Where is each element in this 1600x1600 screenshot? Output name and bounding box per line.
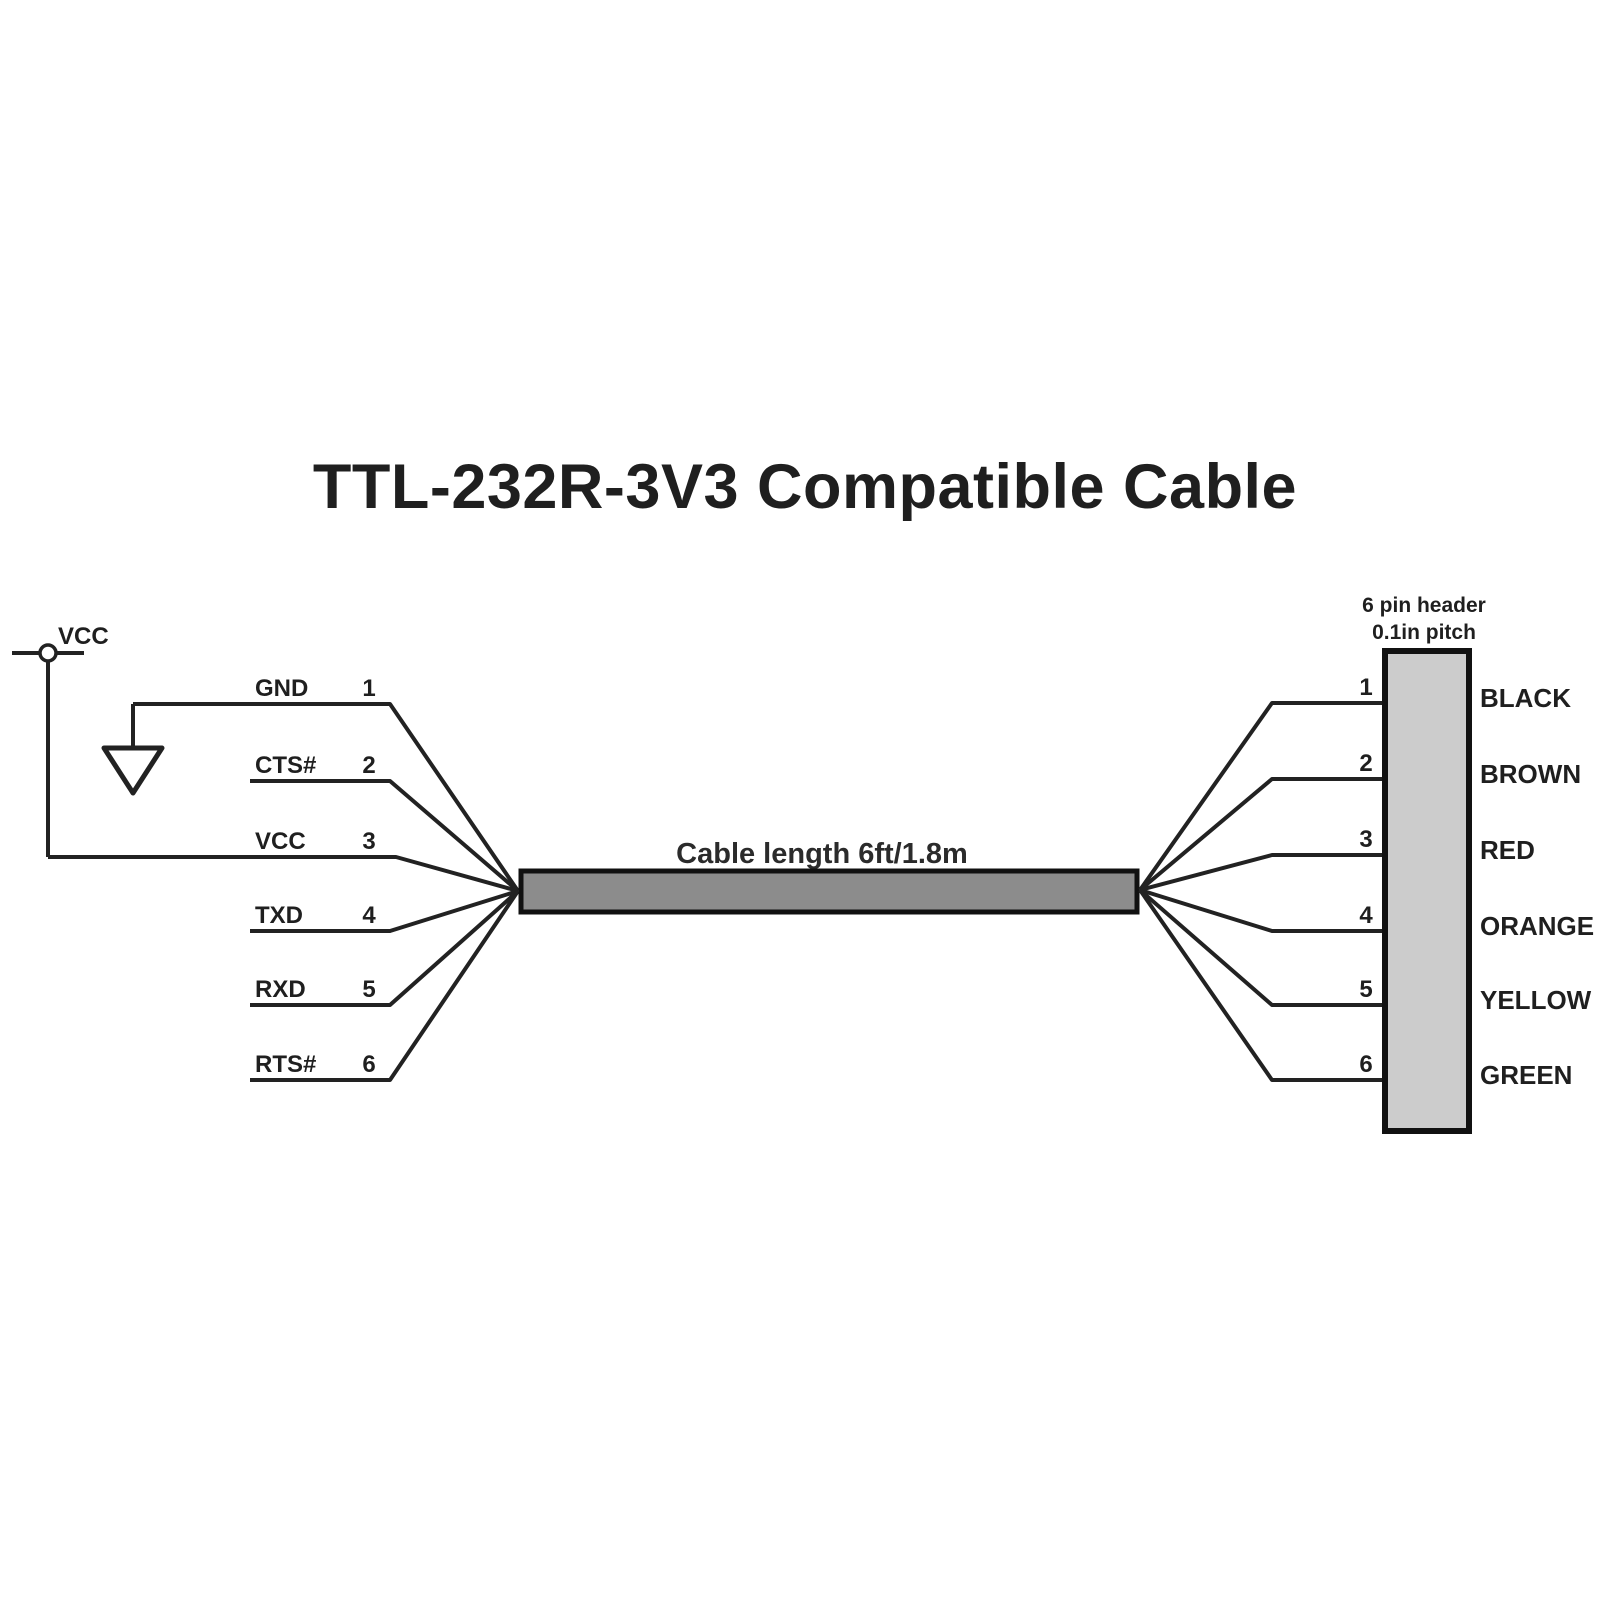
- vcc-terminal-circle-icon: [38, 643, 58, 663]
- vcc-terminal: VCC: [12, 623, 109, 857]
- wire-right-pin2: [1138, 777, 1385, 892]
- header-pin-numbers: 1 2 3 4 5 6: [1359, 674, 1373, 1078]
- ground-triangle-icon: [101, 745, 165, 796]
- header-pin-number: 5: [1359, 976, 1372, 1003]
- header-pin-number: 2: [1359, 750, 1372, 777]
- wire-color-label: GREEN: [1480, 1060, 1572, 1090]
- wire-left-rts: [250, 889, 520, 1082]
- right-wires: [1138, 701, 1385, 1082]
- header-caption-line1: 6 pin header: [1362, 594, 1486, 617]
- header-caption-line2: 0.1in pitch: [1372, 621, 1476, 644]
- wire-color-label: BROWN: [1480, 759, 1581, 789]
- signal-pin-number: 5: [362, 976, 375, 1003]
- signal-pin-number: 3: [362, 828, 375, 855]
- header-pin-number: 3: [1359, 826, 1372, 853]
- cable-length-label: Cable length 6ft/1.8m: [676, 838, 968, 870]
- wire-color-label: ORANGE: [1480, 911, 1594, 941]
- wire-left-rxd: [250, 889, 520, 1007]
- page-title: TTL-232R-3V3 Compatible Cable: [313, 452, 1297, 522]
- wire-color-label: YELLOW: [1480, 985, 1592, 1015]
- cable: Cable length 6ft/1.8m: [518, 838, 1140, 915]
- wire-left-cts: [250, 779, 520, 893]
- wire-right-pin6: [1138, 888, 1385, 1082]
- wire-right-pin1: [1138, 701, 1385, 892]
- signal-label: TXD: [255, 902, 303, 929]
- wire-color-label: BLACK: [1480, 683, 1571, 713]
- wire-left-vcc: [48, 855, 519, 893]
- header-pin-number: 6: [1359, 1051, 1372, 1078]
- ground-symbol: [101, 704, 165, 796]
- wire-left-gnd: [133, 702, 520, 893]
- wire-right-pin4: [1139, 888, 1385, 933]
- header-pin-number: 4: [1359, 902, 1373, 929]
- wire-color-labels: BLACK BROWN RED ORANGE YELLOW GREEN: [1480, 683, 1594, 1090]
- cable-body: [518, 868, 1140, 915]
- wire-left-txd: [250, 889, 519, 933]
- vcc-rail-label: VCC: [58, 623, 109, 650]
- header-caption: 6 pin header 0.1in pitch: [1362, 594, 1486, 644]
- signal-pin-number: 6: [362, 1051, 375, 1078]
- signal-label: VCC: [255, 828, 306, 855]
- signal-pin-number: 1: [362, 675, 375, 702]
- left-wires: [48, 702, 520, 1082]
- left-connector-labels: GND 1 CTS# 2 VCC 3 TXD 4 RXD 5 RTS# 6: [255, 675, 376, 1078]
- signal-pin-number: 2: [362, 752, 375, 779]
- wire-right-pin5: [1138, 888, 1385, 1007]
- signal-label: RTS#: [255, 1051, 316, 1078]
- wire-color-label: RED: [1480, 835, 1535, 865]
- header-body: [1382, 648, 1472, 1134]
- wire-right-pin3: [1139, 853, 1385, 892]
- signal-label: GND: [255, 675, 308, 702]
- header-pin-number: 1: [1359, 674, 1372, 701]
- signal-pin-number: 4: [362, 902, 376, 929]
- signal-label: RXD: [255, 976, 306, 1003]
- signal-label: CTS#: [255, 752, 316, 779]
